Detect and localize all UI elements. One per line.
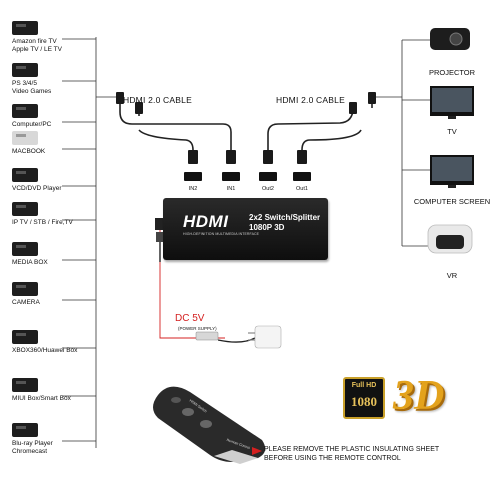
smart-box-icon: [12, 378, 38, 392]
full-hd-text: Full HD: [351, 382, 377, 389]
power-adapter-icon: [254, 325, 282, 349]
hdmi-logo: HDMI: [183, 212, 229, 231]
xbox-icon: [12, 330, 38, 344]
device-model: 2x2 Switch/Splitter 1080P 3D: [249, 213, 321, 232]
remote-control-icon: [153, 386, 266, 464]
source-label-pc: Computer/PC: [12, 121, 52, 128]
monitor-icon: [430, 155, 474, 188]
port-label-out1: Out1: [296, 186, 308, 192]
tv-icon: [430, 86, 474, 119]
usb-plug: [195, 331, 219, 341]
source-label-amazon: Amazon fire TV Apple TV / LE TV: [12, 38, 62, 53]
vr-headset-icon: [427, 224, 473, 254]
source-label-macbook: MACBOOK: [12, 148, 46, 155]
full-hd-number: 1080: [351, 394, 377, 409]
arrow-icon: [252, 447, 262, 455]
bluray-player-icon: [12, 423, 38, 437]
micro-usb-plug: [155, 218, 163, 230]
output-label-screen: COMPUTER SCREEN: [413, 197, 491, 206]
cable-label-right: HDMI 2.0 CABLE: [276, 95, 345, 105]
hdmi-cables: [119, 97, 373, 160]
source-label-iptv: IP TV / STB / Fire,TV: [12, 219, 73, 226]
hdmi-tagline: HIGH-DEFINITION MULTIMEDIA INTERFACE: [183, 232, 260, 236]
source-label-xbox: XBOX360/Huawei Box: [12, 347, 78, 354]
cable-label-left: HDMI 2.0 CABLE: [123, 95, 192, 105]
game-console-icon: [12, 63, 38, 77]
dc-label: DC 5V: [175, 313, 205, 324]
source-label-ps: PS 3/4/5 Video Games: [12, 80, 52, 95]
laptop-icon: [12, 131, 38, 145]
port-label-in1: IN1: [226, 186, 236, 192]
output-label-tv: TV: [447, 127, 457, 136]
source-label-dvd: VCD/DVD Player: [12, 185, 62, 192]
media-box-icon: [12, 242, 38, 256]
set-top-box-icon: [12, 21, 38, 35]
dvd-player-icon: [12, 168, 38, 182]
usb-cable: [159, 240, 256, 343]
output-label-projector: PROJECTOR: [428, 68, 476, 77]
3d-badge: 3D: [393, 373, 445, 419]
power-supply-label: (POWER SUPPLY): [178, 326, 217, 331]
camera-icon: [12, 282, 38, 296]
insulating-sheet-note: PLEASE REMOVE THE PLASTIC INSULATING SHE…: [264, 446, 440, 462]
source-label-miui: MIUI Box/Smart Box: [12, 395, 71, 402]
output-label-vr: VR: [446, 271, 458, 280]
cable-ferrite: [156, 232, 163, 242]
iptv-box-icon: [12, 202, 38, 216]
projector-icon: [430, 28, 470, 50]
hdmi-switch-device: HDMI HIGH-DEFINITION MULTIMEDIA INTERFAC…: [163, 198, 328, 260]
source-label-bluray: Blu-ray Player Chromecast: [12, 440, 53, 455]
computer-icon: [12, 104, 38, 118]
hdmi-ports: [184, 172, 311, 181]
source-label-camera: CAMERA: [12, 299, 40, 306]
full-hd-badge: Full HD 1080: [343, 377, 385, 419]
hdmi-plugs: [116, 92, 376, 164]
port-label-out2: Out2: [262, 186, 274, 192]
port-label-in2: IN2: [188, 186, 198, 192]
source-label-mediabox: MEDIA BOX: [12, 259, 48, 266]
output-bus: [372, 40, 403, 246]
